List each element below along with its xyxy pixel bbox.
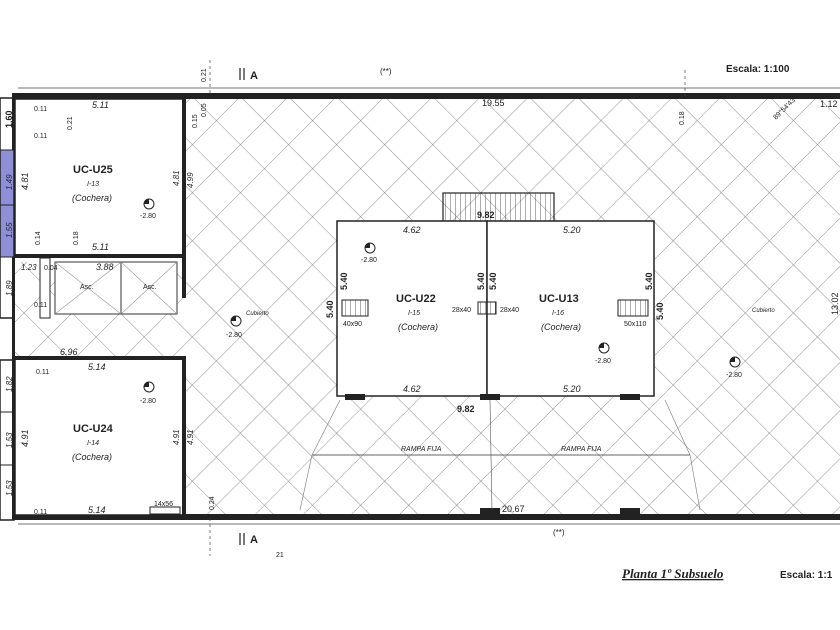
unit-u13-ref: I-16 bbox=[552, 310, 564, 317]
star-mark-bottom: (**) bbox=[553, 528, 565, 537]
dim-011-a: 0.11 bbox=[34, 133, 47, 140]
scale-label-bottom: Escala: 1:1 bbox=[780, 570, 833, 581]
dim-u22-side: 5.40 bbox=[325, 300, 335, 318]
dim-bottom-total: 20.67 bbox=[502, 504, 525, 514]
dim-018: 0.18 bbox=[73, 231, 80, 245]
column-label-c: 28x40 bbox=[500, 307, 519, 314]
dim-u24-side: 4.91 bbox=[20, 429, 30, 447]
left-strip-upper bbox=[0, 149, 15, 258]
dim-u13-bottom: 5.20 bbox=[563, 384, 581, 394]
dim-011-d: 0.11 bbox=[34, 302, 47, 309]
dim-021: 0.21 bbox=[67, 116, 74, 130]
dim-011-b: 0.11 bbox=[34, 509, 47, 516]
dim-182: 1.82 bbox=[5, 376, 14, 392]
plan-title: Planta 1º Subsuelo bbox=[622, 566, 724, 581]
dim-top-right: 1.12 bbox=[820, 99, 838, 109]
dim-189: 1.89 bbox=[5, 280, 14, 296]
column-28x40 bbox=[477, 301, 497, 315]
dim-005: 0.05 bbox=[201, 103, 208, 117]
star-mark-top: (**) bbox=[380, 67, 392, 76]
central-stair bbox=[442, 192, 555, 224]
dim-011-e: 0.11 bbox=[36, 369, 49, 376]
column-50x110 bbox=[617, 299, 649, 317]
unit-u13-code: UC-U13 bbox=[539, 293, 579, 305]
scale-label-top: Escala: 1:100 bbox=[726, 64, 790, 75]
dim-u25-top: 5.11 bbox=[92, 100, 109, 110]
dim-u24-side-r: 4.91 bbox=[172, 429, 181, 445]
dim-u22-side-inner: 5.40 bbox=[339, 272, 349, 290]
column-label-b: 28x40 bbox=[452, 307, 471, 314]
covered-label-left: Cubierto bbox=[246, 311, 269, 317]
dim-018-top: 0.18 bbox=[679, 111, 686, 125]
section-mark-icon bbox=[209, 60, 686, 556]
column-label-a: 40x90 bbox=[343, 321, 362, 328]
dim-696: 6.96 bbox=[60, 347, 78, 357]
dim-153-b: 1.53 bbox=[5, 480, 14, 496]
dim-asc-left: 1.23 bbox=[21, 263, 37, 272]
dim-u13-side-a: 5.40 bbox=[476, 272, 486, 290]
unit-u25-ref: I-13 bbox=[87, 181, 99, 188]
dim-u22-top: 4.62 bbox=[403, 225, 421, 235]
unit-u24-use: (Cochera) bbox=[72, 452, 112, 462]
column-40x90 bbox=[341, 299, 369, 317]
dim-011-c: 0.11 bbox=[34, 106, 47, 113]
dim-155: 1.55 bbox=[5, 222, 14, 238]
unit-u25-code: UC-U25 bbox=[73, 164, 113, 176]
dim-u22-bottom: 4.62 bbox=[403, 384, 421, 394]
dim-015: 0.15 bbox=[192, 114, 199, 128]
dim-u13-top: 5.20 bbox=[563, 225, 581, 235]
unit-u25-area bbox=[14, 98, 184, 258]
dim-024: 0.24 bbox=[209, 496, 216, 510]
asc-label-2: Asc. bbox=[143, 284, 157, 291]
covered-label-right: Cubierto bbox=[752, 308, 775, 314]
dim-u24-bottom: 5.14 bbox=[88, 505, 106, 515]
dim-u13-side-b: 5.40 bbox=[488, 272, 498, 290]
dim-u25-side-r: 4.81 bbox=[172, 170, 181, 186]
column-label-d: 50x110 bbox=[624, 321, 647, 328]
section-letter-top: A bbox=[250, 70, 258, 82]
unit-u22-level: -2.80 bbox=[361, 257, 377, 264]
column-label-e: 14x56 bbox=[154, 501, 173, 508]
ramp-label-2: RAMPA FIJA bbox=[561, 446, 602, 453]
unit-u13-level: -2.80 bbox=[595, 358, 611, 365]
bottom-wall bbox=[12, 514, 840, 520]
unit-u24-code: UC-U24 bbox=[73, 423, 114, 435]
dim-u24-side-2: 4.91 bbox=[186, 429, 195, 445]
level-label-right: -2.80 bbox=[726, 372, 742, 379]
unit-u25-level: -2.80 bbox=[140, 213, 156, 220]
unit-u24-ref: I-14 bbox=[87, 440, 99, 447]
dim-asc-width: 3.88 bbox=[96, 262, 114, 272]
unit-u22-ref: I-15 bbox=[408, 310, 420, 317]
unit-u24-level: -2.80 bbox=[140, 398, 156, 405]
dim-right-side: 13.02 bbox=[830, 292, 840, 315]
unit-u13-use: (Cochera) bbox=[541, 322, 581, 332]
unit-u22-code: UC-U22 bbox=[396, 293, 436, 305]
dim-149: 1.49 bbox=[5, 174, 14, 190]
dim-u13-side-d: 5.40 bbox=[655, 302, 665, 320]
dim-center-top: 9.82 bbox=[477, 210, 495, 220]
dim-asc-gap: 0.04 bbox=[44, 265, 58, 272]
dim-center-bottom: 9.82 bbox=[457, 404, 475, 414]
dim-top-total: 19.55 bbox=[482, 98, 505, 108]
dim-u25-side: 4.81 bbox=[20, 172, 30, 190]
top-wall bbox=[12, 93, 840, 99]
side-code: 21 bbox=[276, 552, 284, 559]
dim-160: 1.60 bbox=[4, 110, 14, 128]
ramp-label-1: RAMPA FIJA bbox=[401, 446, 442, 453]
unit-u22-use: (Cochera) bbox=[398, 322, 438, 332]
unit-u25-use: (Cochera) bbox=[72, 193, 112, 203]
unit-u24-area bbox=[14, 357, 184, 516]
dim-u24-top: 5.14 bbox=[88, 362, 106, 372]
dim-021-top: 0.21 bbox=[201, 68, 208, 82]
dim-153: 1.53 bbox=[5, 432, 14, 448]
asc-label-1: Asc. bbox=[80, 284, 94, 291]
dim-014: 0.14 bbox=[35, 231, 42, 245]
level-marker-icon bbox=[143, 198, 741, 393]
dim-u25-bottom: 5.11 bbox=[92, 242, 109, 252]
dim-u13-side-c: 5.40 bbox=[644, 272, 654, 290]
section-letter-bottom: A bbox=[250, 534, 258, 546]
level-label-left: -2.80 bbox=[226, 332, 242, 339]
dim-u25-side-2: 4.99 bbox=[186, 172, 195, 188]
